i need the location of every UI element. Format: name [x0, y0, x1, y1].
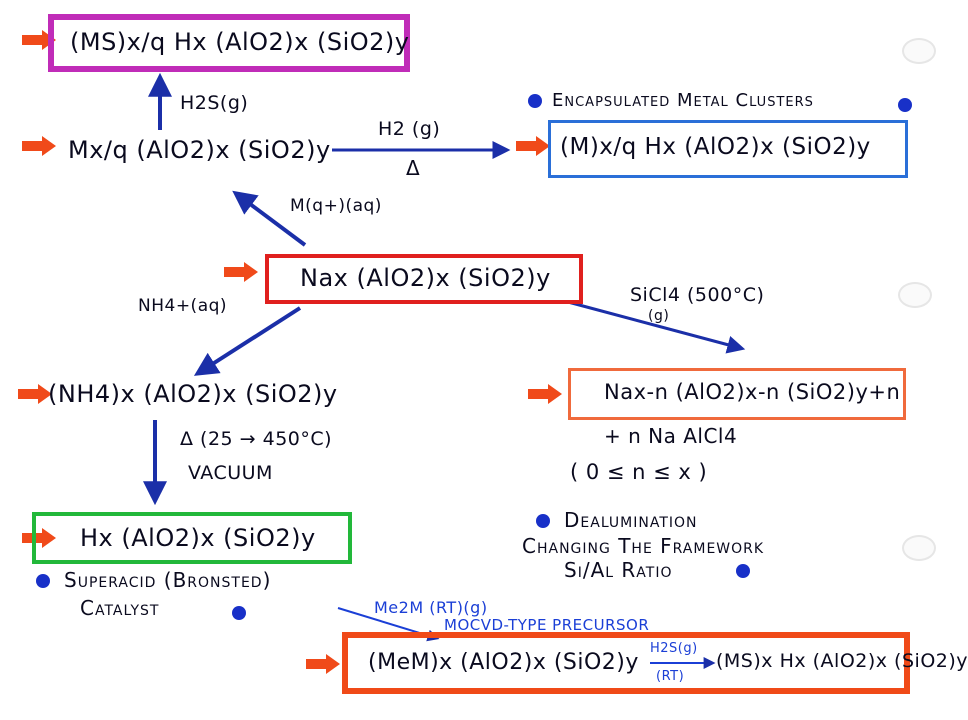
reagent-nh4: NH4+(aq) — [138, 296, 228, 316]
note-dealumination-1: Dealumination — [564, 508, 698, 532]
red-pointer-icon — [516, 136, 550, 156]
red-pointer-icon — [306, 654, 340, 674]
reagent-h2s-rt: H2S(g) — [650, 641, 698, 656]
box-dealuminated — [568, 368, 906, 420]
bullet-dot — [898, 98, 912, 112]
binder-hole-middle — [898, 282, 932, 308]
bullet-dot — [536, 514, 550, 528]
compound-m-zeolite: Mx/q (AlO2)x (SiO2)y — [68, 136, 331, 164]
box-ms-zeolite — [48, 14, 410, 72]
reagent-sicl4: SiCl4 (500°C) — [630, 284, 765, 306]
compound-dealuminated-range: ( 0 ≤ n ≤ x ) — [570, 460, 708, 484]
note-superacid-2: Catalyst — [80, 596, 160, 620]
reagent-h2: H2 (g) — [378, 118, 441, 140]
reagent-calcination: Δ (25 → 450°C) — [180, 428, 333, 450]
reagent-rt: (RT) — [656, 669, 685, 684]
compound-mem-product: (MS)x Hx (AlO2)x (SiO2)y — [716, 650, 968, 672]
compound-h-zeolite: Hx (AlO2)x (SiO2)y — [80, 524, 316, 552]
reagent-h2s: H2S(g) — [180, 92, 249, 114]
compound-dealuminated-byproduct: + n Na AlCl4 — [604, 424, 738, 448]
red-pointer-icon — [18, 384, 52, 404]
arrow-nh4-exchange — [193, 306, 302, 376]
note-superacid-1: Superacid (Bronsted) — [64, 568, 272, 592]
compound-ms-zeolite: (MS)x/q Hx (AlO2)x (SiO2)y — [70, 28, 410, 56]
compound-metal-cluster: (M)x/q Hx (AlO2)x (SiO2)y — [560, 134, 871, 160]
red-pointer-icon — [22, 30, 56, 50]
note-encapsulated: Encapsulated Metal Clusters — [552, 90, 814, 111]
box-h-zeolite — [32, 512, 352, 564]
bullet-dot — [232, 606, 246, 620]
red-pointer-icon — [224, 262, 258, 282]
reagent-vacuum: VACUUM — [188, 462, 273, 484]
compound-mem-zeolite: (MeM)x (AlO2)x (SiO2)y — [368, 650, 639, 675]
box-metal-cluster — [548, 120, 908, 178]
compound-na-zeolite: Nax (AlO2)x (SiO2)y — [300, 264, 551, 292]
arrow-mq-exchange — [232, 190, 307, 247]
box-mem-zeolite — [342, 632, 910, 694]
binder-hole-bottom — [902, 535, 936, 561]
reagent-heat: Δ — [406, 156, 421, 180]
reagent-sicl4-phase: (g) — [648, 308, 670, 324]
reagent-mocvd: MOCVD-TYPE PRECURSOR — [444, 616, 650, 634]
red-pointer-icon — [528, 384, 562, 404]
bullet-dot — [528, 94, 542, 108]
red-pointer-icon — [22, 528, 56, 548]
binder-hole-top — [902, 38, 936, 64]
reagent-mq: M(q+)(aq) — [290, 196, 382, 216]
note-dealumination-3: Si/Al Ratio — [564, 558, 673, 582]
compound-dealuminated: Nax-n (AlO2)x-n (SiO2)y+n — [604, 380, 901, 404]
box-na-zeolite — [265, 254, 583, 304]
bullet-dot — [736, 564, 750, 578]
compound-nh4-zeolite: (NH4)x (AlO2)x (SiO2)y — [48, 380, 338, 408]
bullet-dot — [36, 574, 50, 588]
red-pointer-icon — [22, 136, 56, 156]
arrow-sicl4 — [567, 300, 746, 354]
note-dealumination-2: Changing The Framework — [522, 534, 765, 558]
reagent-me2m: Me2M (RT)(g) — [374, 598, 488, 617]
